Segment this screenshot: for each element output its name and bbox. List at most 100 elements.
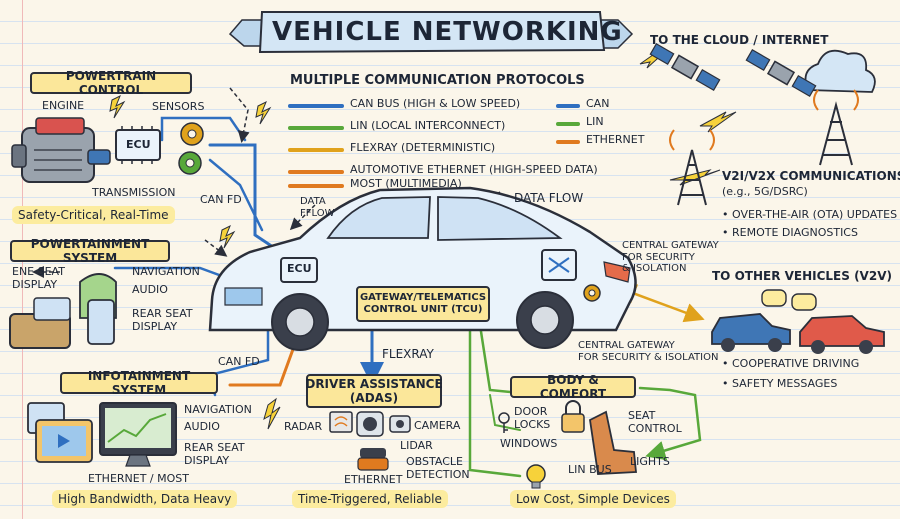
legend-lin: LIN (LOCAL INTERCONNECT) bbox=[350, 119, 506, 132]
protocols-heading: MULTIPLE COMMUNICATION PROTOCOLS bbox=[290, 73, 585, 88]
cell-tower-icon bbox=[669, 129, 715, 206]
key-icon bbox=[498, 412, 510, 433]
car-ecu-chip-icon bbox=[280, 257, 318, 283]
infotainment-note: High Bandwidth, Data Heavy bbox=[52, 490, 238, 508]
infotainment-title: INFOTAINMENT SYSTEM bbox=[60, 369, 218, 397]
car-gear-icon bbox=[583, 284, 601, 302]
camera-icon bbox=[356, 411, 384, 437]
tcu-box: GATEWAY/TELEMATICS CONTROL UNIT (TCU) bbox=[356, 286, 490, 322]
v2x-subtitle: (e.g., 5G/DSRC) bbox=[722, 185, 808, 198]
flexray-label: FLEXRAY bbox=[382, 347, 434, 361]
seat-control-label: SEAT CONTROL bbox=[628, 409, 682, 435]
obstacle-detection-label: OBSTACLE DETECTION bbox=[406, 455, 470, 481]
v2v-bullet-coop-text: COOPERATIVE DRIVING bbox=[732, 357, 860, 370]
lidar-icon bbox=[357, 448, 389, 471]
infotainment-navigation-label: NAVIGATION bbox=[184, 403, 252, 416]
engine-icon bbox=[11, 117, 111, 183]
title-banner bbox=[228, 11, 634, 54]
powertainment-rear-seat-label: REAR SEAT DISPLAY bbox=[132, 307, 193, 333]
powertrain-note: Safety-Critical, Real-Time bbox=[12, 206, 175, 224]
lin-bus-label: LIN BUS bbox=[568, 463, 612, 476]
car-body bbox=[208, 186, 637, 351]
legend-flexray: FLEXRAY (DETERMINISTIC) bbox=[350, 141, 496, 154]
seat-icon bbox=[589, 410, 637, 475]
v2x-title: V2I/V2X COMMUNICATIONS bbox=[722, 169, 900, 183]
car-icon bbox=[711, 313, 791, 352]
powertainment-title: POWERTAINMENT SYSTEM bbox=[10, 237, 170, 265]
central-gateway-bottom-label: CENTRAL GATEWAY FOR SECURITY & ISOLATION bbox=[578, 340, 719, 363]
engine-label: ENGINE bbox=[42, 99, 85, 112]
cell-tower-icon-2 bbox=[813, 89, 859, 166]
speech-bubbles-icon bbox=[761, 289, 817, 311]
satellite-icon bbox=[649, 42, 721, 92]
cloud-icon bbox=[804, 49, 876, 93]
legend-line-ethernet bbox=[288, 170, 344, 174]
infotainment-rear-seat-label: REAR SEAT DISPLAY bbox=[184, 441, 245, 467]
cloud-title: TO THE CLOUD / INTERNET bbox=[650, 33, 829, 47]
tablet-icon bbox=[87, 299, 115, 345]
key-lin: LIN bbox=[586, 115, 604, 128]
powertainment-audio-label: AUDIO bbox=[132, 283, 168, 296]
monitor-icon bbox=[99, 402, 177, 467]
signal-bolts bbox=[109, 49, 737, 430]
data-flow-label: DATA FLOW bbox=[514, 191, 584, 205]
v2v-bullet-safety: • SAFETY MESSAGES bbox=[722, 377, 838, 390]
body-note: Low Cost, Simple Devices bbox=[510, 490, 676, 508]
data-flow-small-label: DATA FFLOW bbox=[300, 196, 335, 219]
windows-label: WINDOWS bbox=[500, 437, 558, 450]
central-gateway-top-label: CENTRAL GATEWAY FOR SECURITY & ISOLATION bbox=[622, 240, 719, 274]
legend-line-lin bbox=[288, 126, 344, 130]
lock-icon bbox=[561, 400, 585, 433]
powertrain-ecu-chip-icon bbox=[115, 126, 161, 164]
infotainment-audio-label: AUDIO bbox=[184, 420, 220, 433]
satellite-icon-2 bbox=[745, 48, 817, 98]
v2v-arrows bbox=[615, 284, 705, 323]
adas-note: Time-Triggered, Reliable bbox=[292, 490, 448, 508]
legend-line-can bbox=[288, 104, 344, 108]
key-ethernet: ETHERNET bbox=[586, 133, 645, 146]
camera-icon-2 bbox=[389, 415, 411, 433]
legend-line-most bbox=[288, 184, 344, 188]
door-locks-label: DOOR LOCKS bbox=[514, 405, 551, 431]
camera-label: CAMERA bbox=[414, 419, 461, 432]
bulb-icon bbox=[526, 464, 546, 489]
powertainment-navigation-label: NAVIGATION bbox=[132, 265, 200, 278]
powertainment-canfd-label: CAN FD bbox=[218, 355, 260, 368]
legend-can-bus: CAN BUS (HIGH & LOW SPEED) bbox=[350, 97, 521, 110]
key-line-ethernet bbox=[556, 140, 580, 144]
v2v-bullet-safety-text: SAFETY MESSAGES bbox=[732, 377, 838, 390]
video-tablet-icon bbox=[27, 402, 93, 463]
powertrain-ecu-label: ECU bbox=[126, 138, 151, 151]
key-line-lin bbox=[556, 122, 580, 126]
page-title: VEHICLE NETWORKING bbox=[272, 17, 623, 47]
v2x-bullet-ota-text: OVER-THE-AIR (OTA) UPDATES bbox=[732, 208, 898, 221]
v2x-bullet-ota: • OVER-THE-AIR (OTA) UPDATES bbox=[722, 208, 898, 221]
lights-label: LIGHTS bbox=[630, 455, 670, 468]
v2v-title: TO OTHER VEHICLES (V2V) bbox=[712, 269, 892, 283]
radar-icon bbox=[329, 411, 353, 433]
transmission-label: TRANSMISSION bbox=[92, 186, 176, 199]
ethernet-most-label: ETHERNET / MOST bbox=[88, 472, 189, 485]
central-gateway-icon bbox=[541, 249, 577, 281]
sensors-label: SENSORS bbox=[152, 100, 205, 113]
v2x-bullet-diag: • REMOTE DIAGNOSTICS bbox=[722, 226, 858, 239]
key-line-can bbox=[556, 104, 580, 108]
gear-icon bbox=[178, 122, 204, 175]
seat-display-label: ENE SEAT DISPLAY bbox=[12, 265, 65, 291]
powertrain-canfd-label: CAN FD bbox=[200, 193, 242, 206]
adas-title: DRIVER ASSISTANCE (ADAS) bbox=[305, 374, 443, 408]
seat-display-device-icon bbox=[9, 297, 71, 349]
legend-automotive-ethernet: AUTOMOTIVE ETHERNET (HIGH-SPEED DATA) bbox=[350, 163, 598, 176]
lidar-label: LIDAR bbox=[400, 439, 433, 452]
car-icon-2 bbox=[799, 315, 885, 354]
v2x-bullet-diag-text: REMOTE DIAGNOSTICS bbox=[732, 226, 858, 239]
car-ecu-label: ECU bbox=[287, 262, 312, 275]
powertrain-title: POWERTRAIN CONTROL bbox=[30, 69, 192, 97]
key-can: CAN bbox=[586, 97, 610, 110]
v2v-bullet-coop: • COOPERATIVE DRIVING bbox=[722, 357, 860, 370]
legend-most: MOST (MULTIMEDIA) bbox=[350, 177, 462, 190]
adas-ethernet-label: ETHERNET bbox=[344, 473, 403, 486]
legend-line-flexray bbox=[288, 148, 344, 152]
